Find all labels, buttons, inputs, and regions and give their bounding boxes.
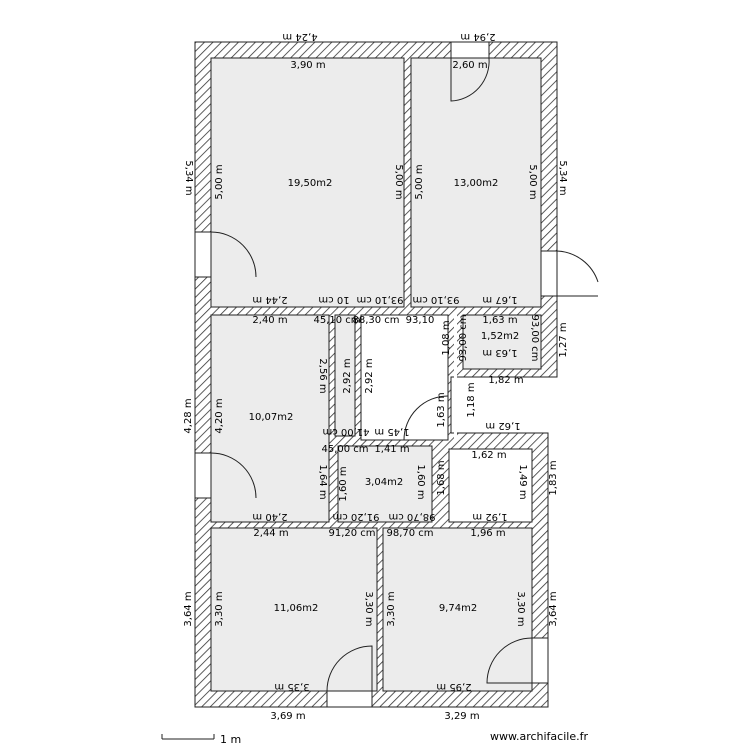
scale-label: 1 m [220,733,241,746]
room-bedroom-3 [210,527,378,692]
dim-small-v1: 93,00 cm [529,314,540,361]
door-bedroom3-bottom [326,645,373,708]
dim-left-inner-top: 5,00 m [214,164,225,199]
dim-left-inner-mid: 4,20 m [214,398,225,433]
dim-corr-v3: 2,92 m [364,358,375,393]
room-small [462,314,542,370]
dim-bot-inner-r: 2,95 m [436,681,471,692]
dim-row4-c: 98,70 cm [386,528,433,539]
dim-row1-b: 10 cm [318,294,349,305]
dim-corr-h3: 45,00 cm [321,444,368,455]
dim-mid-wall-left: 5,00 m [393,164,404,199]
dim-right-outer-mid: 1,27 m [558,322,569,357]
room-living [210,57,405,308]
area-bedroom-3: 11,06m2 [274,603,319,614]
dim-row2-b: 45,10 cm [313,315,360,326]
dim-corr-v2: 2,92 m [342,358,353,393]
area-bath: 3,04m2 [365,477,403,488]
dim-corr-v1: 2,56 m [317,358,328,393]
dim-hall-v2: 1,18 m [466,382,477,417]
area-bedroom-2: 10,07m2 [249,412,294,423]
dim-row1-d: 93,10 cm [412,294,459,305]
dim-corr-h4: 1,41 m [374,444,409,455]
dim-top-outer-right: 2,94 m [460,31,495,42]
dim-mid-wall-right: 5,00 m [414,164,425,199]
dim-bath-v2: 1,60 m [338,466,349,501]
dim-notch-in2: 1,62 m [485,420,520,431]
dim-bath-v4: 1,68 m [436,460,447,495]
room-wc [448,448,533,523]
dim-small-v3: 93,00 cm [458,314,469,361]
dim-bath-v1: 1,64 m [317,464,328,499]
dim-top-outer: 4,24 m [282,31,317,42]
dim-right-inner-bot: 3,30 m [515,591,526,626]
room-bedroom-2 [210,314,330,523]
dim-row2-e: 1,63 m [482,315,517,326]
dim-row3-d: 1,92 m [472,511,507,522]
dim-row2-a: 2,40 m [252,315,287,326]
dim-row2-d: 93,10 [406,315,435,326]
dim-mid-bot-l: 3,30 m [363,591,374,626]
dim-bath-v3: 1,60 m [415,464,426,499]
dim-bot-inner-l: 3,35 m [274,681,309,692]
dim-right-outer-top: 5,34 m [557,160,568,195]
door-bedroom4-right [486,637,549,684]
dim-row4-a: 2,44 m [253,528,288,539]
dim-row2-c: 88,30 cm [352,315,399,326]
door-bedroom1-top [450,41,490,102]
dim-right-outer-bot: 3,64 m [548,591,559,626]
dim-row1-e: 1,67 m [482,294,517,305]
area-small: 1,52m2 [481,331,519,342]
dim-row1-a: 2,44 m [252,294,287,305]
dim-left-outer-mid: 4,28 m [183,398,194,433]
dim-hall-v: 1,63 m [436,392,447,427]
door-bedroom1-right [540,250,599,297]
door-bedroom2-left [194,452,257,499]
credit-text: www.archifacile.fr [490,730,588,743]
dim-left-outer-bot: 3,64 m [183,591,194,626]
dim-row3-c: 98,70 cm [388,511,435,522]
dim-top-inner-right: 2,60 m [452,60,487,71]
scale-bar [161,734,215,740]
area-bedroom-1: 13,00m2 [454,178,499,189]
dim-small-w: 1,63 m [482,347,517,358]
dim-right-outer-mid2: 1,83 m [548,460,559,495]
dim-left-outer-top: 5,34 m [183,160,194,195]
dim-row1-c: 93,10 cm [356,294,403,305]
door-living-left [194,231,257,278]
room-bath [337,445,433,523]
area-bedroom-4: 9,74m2 [439,603,477,614]
dim-notch-in: 1,62 m [471,450,506,461]
dim-left-inner-bot: 3,30 m [214,591,225,626]
dim-corr-h1: 41,00 cm [322,426,369,437]
dim-bot-outer-l: 3,69 m [270,711,305,722]
door-hall [403,395,449,441]
room-bedroom-4 [382,527,533,692]
dim-row3-b: 91,20 cm [332,511,379,522]
dim-notch-w: 1,82 m [488,375,523,386]
area-living: 19,50m2 [288,178,333,189]
corridor-strip [334,314,356,437]
dim-small-v2: 1,08 m [441,320,452,355]
hall-extension [454,315,457,440]
dim-mid-bot-r: 3,30 m [386,591,397,626]
dim-top-inner-left: 3,90 m [290,60,325,71]
dim-row4-b: 91,20 cm [328,528,375,539]
room-bedroom-1 [410,57,542,308]
dim-row3-a: 2,40 m [252,511,287,522]
dim-bot-outer-r: 3,29 m [444,711,479,722]
dim-corr-h2: 1,45 m [374,426,409,437]
dim-row4-d: 1,96 m [470,528,505,539]
dim-right-inner-top: 5,00 m [527,164,538,199]
dim-right-inner-mid: 1,49 m [517,464,528,499]
